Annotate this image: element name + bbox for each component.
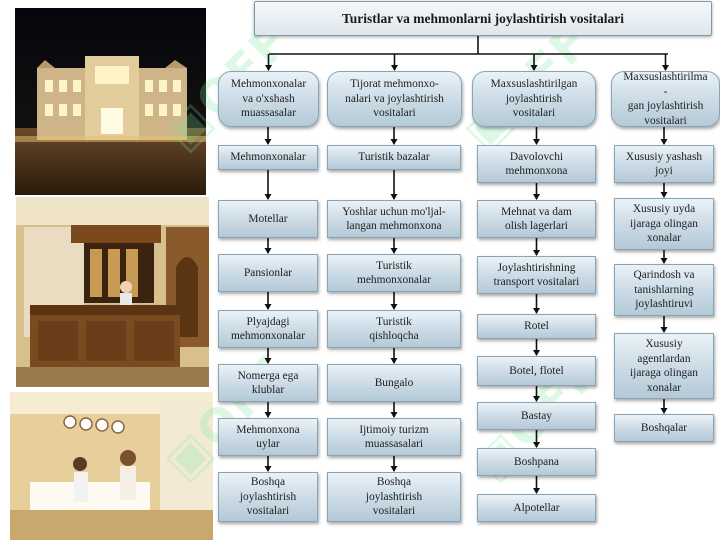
category-item: Mehmonxona uylar: [218, 418, 318, 456]
arrow-head: [390, 412, 398, 418]
arrow-head: [660, 139, 668, 145]
arrow-head: [265, 65, 272, 71]
category-item: Xususiy uyda ijaraga olingan xonalar: [614, 198, 714, 250]
arrow-head: [533, 250, 540, 256]
hotel-reception-photo: [16, 197, 209, 387]
category-item: Bungalo: [327, 364, 461, 402]
arrow-head: [533, 442, 540, 448]
hotel-lobby-photo: [10, 392, 213, 540]
arrow-head: [391, 65, 398, 71]
diagram-title: Turistlar va mehmonlarni joylashtirish v…: [254, 1, 712, 36]
category-item: Turistik mehmonxonalar: [327, 254, 461, 292]
category-item: Botel, flotel: [477, 356, 596, 386]
category-item: Boshpana: [477, 448, 596, 476]
category-item: Bastay: [477, 402, 596, 430]
column-header: Mehmonxonalar va o'xshash muassasalar: [218, 71, 319, 127]
column-header: Tijorat mehmonxo- nalari va joylashtiris…: [327, 71, 462, 127]
category-item: Motellar: [218, 200, 318, 238]
arrow-head: [662, 65, 669, 71]
category-item: Turistik bazalar: [327, 145, 461, 170]
arrow-head: [390, 466, 398, 472]
arrow-head: [264, 194, 272, 200]
arrow-head: [530, 65, 538, 71]
arrow-head: [533, 488, 540, 494]
arrow-head: [660, 258, 668, 264]
category-item: Qarindosh va tanishlarning joylashtiruvi: [614, 264, 714, 316]
arrow-head: [264, 248, 272, 254]
category-item: Turistik qishloqcha: [327, 310, 461, 348]
arrow-head: [533, 396, 540, 402]
arrow-head: [533, 139, 540, 145]
category-item: Mehmonxonalar: [218, 145, 318, 170]
category-item: Xususiy yashash joyi: [614, 145, 714, 183]
arrow-head: [660, 192, 668, 198]
arrow-head: [264, 412, 272, 418]
category-item: Boshqalar: [614, 414, 714, 442]
category-item: Nomerga ega klublar: [218, 364, 318, 402]
arrow-head: [390, 304, 398, 310]
hotel-exterior-photo: [15, 8, 206, 195]
arrow-head: [660, 327, 668, 333]
arrow-head: [533, 194, 540, 200]
category-item: Mehnat va dam olish lagerlari: [477, 200, 596, 238]
column-header: Maxsuslashtirilgan joylashtirish vosital…: [472, 71, 596, 127]
arrow-head: [264, 358, 272, 364]
category-item: Yoshlar uchun mo'ljal- langan mehmonxona: [327, 200, 461, 238]
category-item: Rotel: [477, 314, 596, 339]
arrow-head: [533, 308, 540, 314]
category-item: Boshqa joylashtirish vositalari: [327, 472, 461, 522]
category-item: Alpotellar: [477, 494, 596, 522]
column-header: Maxsuslashtirilma - gan joylashtirish vo…: [611, 71, 720, 127]
category-item: Pansionlar: [218, 254, 318, 292]
category-item: Davolovchi mehmonxona: [477, 145, 596, 183]
arrow-head: [264, 304, 272, 310]
arrow-head: [390, 139, 398, 145]
arrow-head: [533, 350, 540, 356]
category-item: Xususiy agentlardan ijaraga olingan xona…: [614, 333, 714, 399]
arrow-head: [390, 358, 398, 364]
category-item: Ijtimoiy turizm muassasalari: [327, 418, 461, 456]
arrow-head: [390, 194, 398, 200]
arrow-head: [660, 408, 668, 414]
category-item: Joylashtirishning transport vositalari: [477, 256, 596, 294]
arrow-head: [264, 139, 272, 145]
arrow-head: [390, 248, 398, 254]
arrow-head: [264, 466, 272, 472]
category-item: Boshqa joylashtirish vositalari: [218, 472, 318, 522]
category-item: Plyajdagi mehmonxonalar: [218, 310, 318, 348]
